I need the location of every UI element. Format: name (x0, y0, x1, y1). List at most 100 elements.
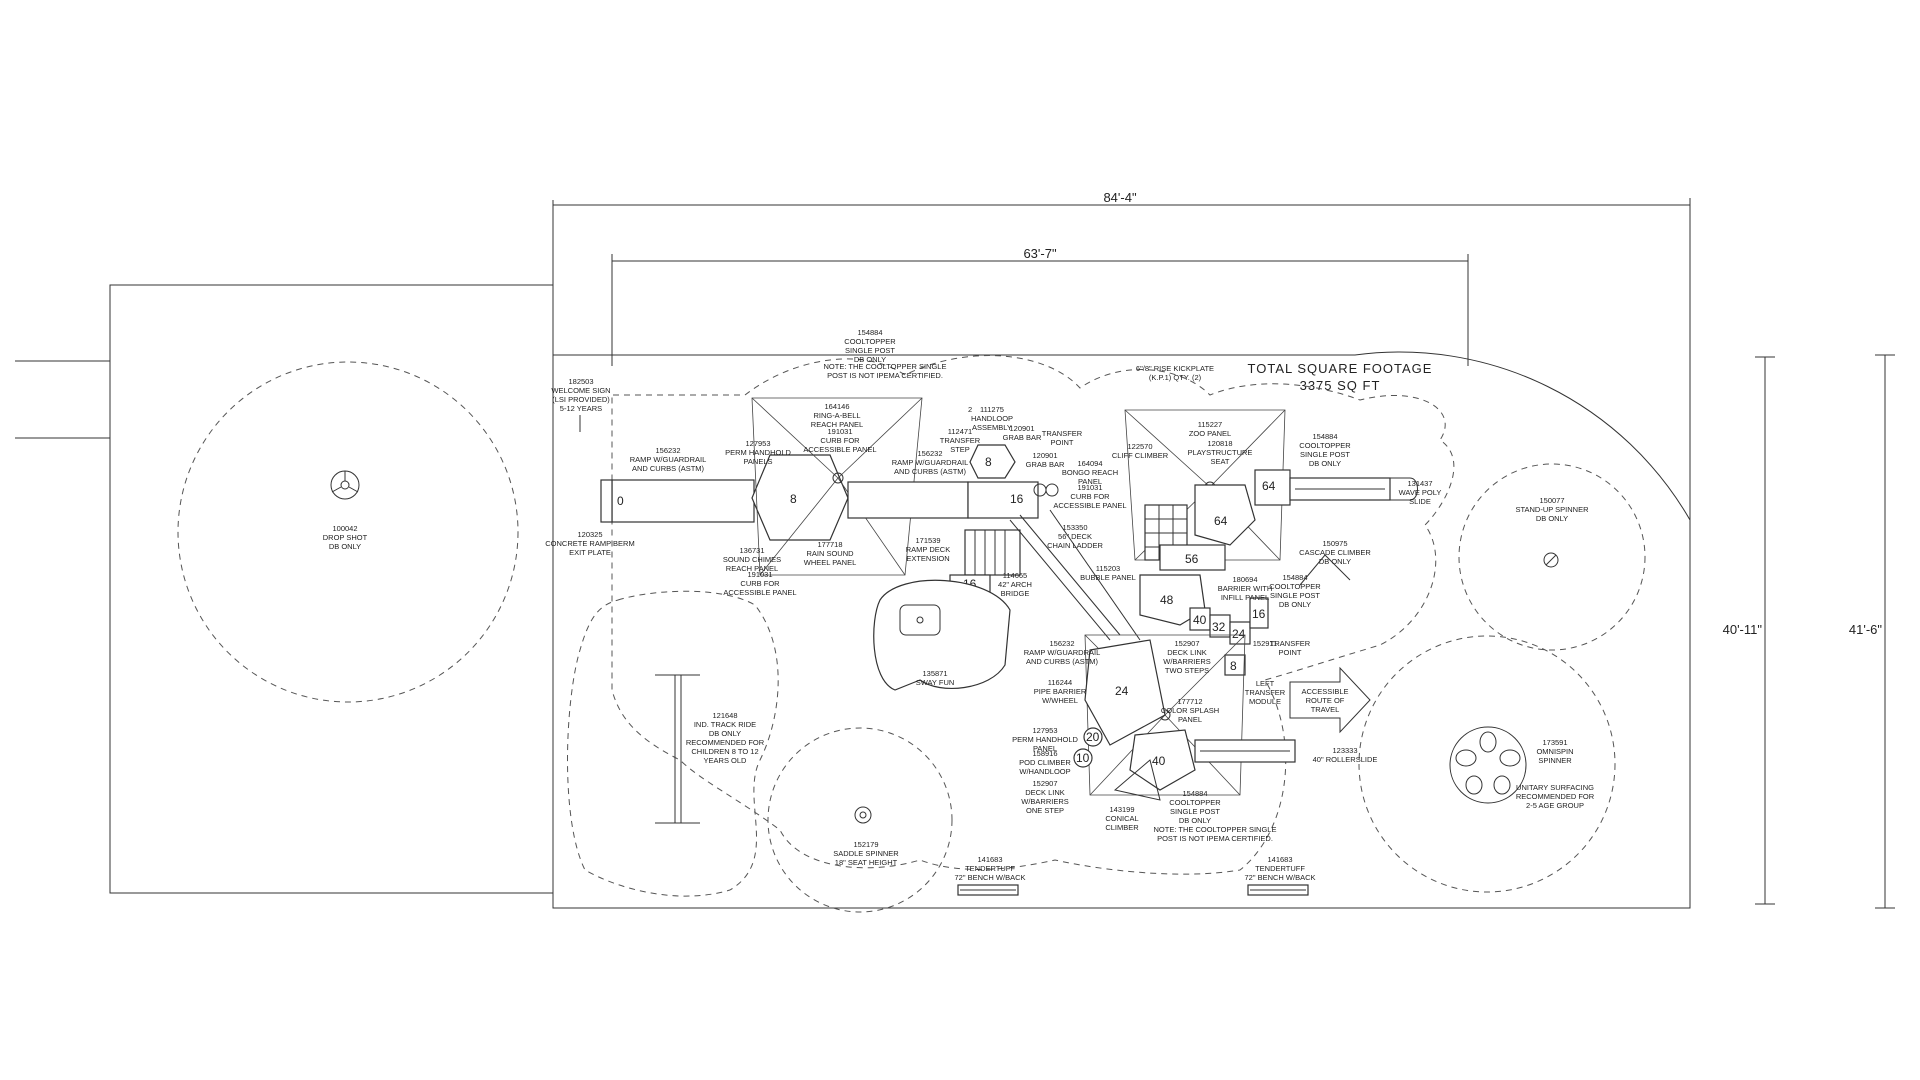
svg-text:TRANSFER: TRANSFER (940, 436, 981, 445)
svg-text:191031: 191031 (1077, 483, 1102, 492)
svg-text:CONICAL: CONICAL (1105, 814, 1138, 823)
rollerslide (1194, 739, 1296, 763)
site-boundary (552, 200, 1691, 909)
label-deck-link-two: 152907 DECK LINK W/BARRIERS TWO STEPS (1163, 639, 1211, 675)
svg-text:141683: 141683 (1267, 855, 1292, 864)
svg-text:W/BARRIERS: W/BARRIERS (1021, 797, 1069, 806)
svg-text:WAVE POLY: WAVE POLY (1399, 488, 1442, 497)
svg-text:112471: 112471 (948, 427, 972, 436)
svg-text:SEAT: SEAT (1210, 457, 1229, 466)
dimension-height-outer: 41'-6" (1849, 354, 1895, 909)
deck-height-10: 10 (1076, 751, 1090, 765)
omnispin-use-zone (1358, 635, 1616, 893)
label-ramp-a: 156232 RAMP W/GUARDRAIL AND CURBS (ASTM) (630, 446, 707, 473)
wave-slide (1289, 477, 1418, 501)
svg-text:HANDLOOP: HANDLOOP (971, 414, 1013, 423)
svg-text:RECOMMENDED FOR: RECOMMENDED FOR (686, 738, 765, 747)
drop-shot-label-2: DROP SHOT (323, 533, 368, 542)
svg-text:STAND-UP SPINNER: STAND-UP SPINNER (1515, 505, 1589, 514)
svg-text:POD CLIMBER: POD CLIMBER (1019, 758, 1071, 767)
svg-text:RAMP W/GUARDRAIL: RAMP W/GUARDRAIL (630, 455, 707, 464)
deck-height-40a: 40 (1193, 613, 1207, 627)
bench-icon-b (1247, 884, 1309, 896)
svg-text:122570: 122570 (1127, 442, 1152, 451)
svg-text:COLOR SPLASH: COLOR SPLASH (1161, 706, 1219, 715)
svg-text:REACH PANEL: REACH PANEL (726, 564, 778, 573)
deck-height-8c: 8 (1230, 659, 1237, 673)
label-cooltopper-top: 154884 COOLTOPPER SINGLE POST DB ONLY NO… (824, 328, 947, 380)
svg-text:PERM HANDHOLD: PERM HANDHOLD (725, 448, 791, 457)
svg-text:111275: 111275 (980, 405, 1004, 414)
svg-text:DB ONLY: DB ONLY (1319, 557, 1351, 566)
svg-text:INFILL PANEL: INFILL PANEL (1221, 593, 1269, 602)
dimension-inner-width: 63'-7" (611, 246, 1469, 366)
svg-text:152911: 152911 (1253, 639, 1277, 648)
svg-text:COOLTOPPER: COOLTOPPER (1299, 441, 1351, 450)
svg-text:GRAB BAR: GRAB BAR (1026, 460, 1065, 469)
svg-text:158916: 158916 (1032, 749, 1057, 758)
deck-40 (1129, 729, 1196, 791)
svg-text:40" ROLLERSLIDE: 40" ROLLERSLIDE (1313, 755, 1378, 764)
cascade-climber (1299, 554, 1351, 586)
svg-text:152907: 152907 (1032, 779, 1057, 788)
svg-text:150975: 150975 (1322, 539, 1347, 548)
label-accessible-route: ACCESSIBLE ROUTE OF TRAVEL (1301, 687, 1348, 714)
svg-text:POINT: POINT (1051, 438, 1074, 447)
label-transfer-point-b: TRANSFER POINT (1270, 639, 1311, 657)
svg-text:2: 2 (968, 405, 972, 414)
svg-text:BARRIER WITH: BARRIER WITH (1218, 584, 1273, 593)
svg-text:LEFT: LEFT (1256, 679, 1275, 688)
entry-ramp (611, 479, 755, 523)
svg-text:18" SEAT HEIGHT: 18" SEAT HEIGHT (835, 858, 898, 867)
svg-text:ASSEMBLY: ASSEMBLY (972, 423, 1012, 432)
deck-height-40b: 40 (1152, 754, 1166, 768)
svg-text:164146: 164146 (824, 402, 849, 411)
label-concrete-ramp: 120325 CONCRETE RAMP BERM EXIT PLATE (545, 530, 634, 557)
label-bubble: 115203 BUBBLE PANEL (1080, 564, 1136, 582)
label-handloop: 2 111275 HANDLOOP ASSEMBLY (968, 405, 1013, 432)
welcome-sign-label-2: WELCOME SIGN (551, 386, 610, 395)
dimension-overall-width: 84'-4" (553, 190, 1691, 520)
deck-8-left (751, 454, 849, 541)
svg-text:STEP: STEP (950, 445, 970, 454)
svg-text:SINGLE POST: SINGLE POST (1170, 807, 1220, 816)
svg-text:REACH PANEL: REACH PANEL (811, 420, 863, 429)
svg-text:CLIFF CLIMBER: CLIFF CLIMBER (1112, 451, 1169, 460)
label-chain-ladder: 153350 56" DECK CHAIN LADDER (1047, 523, 1103, 550)
svg-text:ROUTE OF: ROUTE OF (1306, 696, 1345, 705)
svg-text:UNITARY SURFACING: UNITARY SURFACING (1516, 783, 1594, 792)
svg-text:191031: 191031 (827, 427, 852, 436)
svg-text:CLIMBER: CLIMBER (1105, 823, 1139, 832)
building-outline (109, 284, 554, 894)
label-playstructure-seat: 120818 PLAYSTRUCTURE SEAT (1188, 439, 1253, 466)
svg-text:135871: 135871 (922, 669, 947, 678)
label-ramp-b: 156232 RAMP W/GUARDRAIL AND CURBS (ASTM) (892, 449, 969, 476)
svg-text:156232: 156232 (655, 446, 680, 455)
svg-text:CURB FOR: CURB FOR (1070, 492, 1110, 501)
svg-text:RAMP W/GUARDRAIL: RAMP W/GUARDRAIL (1024, 648, 1101, 657)
svg-text:SLIDE: SLIDE (1409, 497, 1431, 506)
deck-height-16c: 16 (1252, 607, 1266, 621)
saddle-spinner-icon (854, 806, 872, 824)
svg-text:SINGLE POST: SINGLE POST (845, 346, 895, 355)
conical-climber (1113, 759, 1161, 801)
label-cooltopper-bottom: 154884 COOLTOPPER SINGLE POST DB ONLY NO… (1154, 789, 1277, 843)
label-perm-handhold-a: 127953 PERM HANDHOLD PANELS (725, 439, 791, 466)
svg-text:RAMP DECK: RAMP DECK (906, 545, 950, 554)
svg-text:120901: 120901 (1032, 451, 1057, 460)
svg-text:171539: 171539 (915, 536, 940, 545)
svg-text:154884: 154884 (857, 328, 882, 337)
welcome-sign-label-1: 182503 (568, 377, 593, 386)
svg-text:COOLTOPPER: COOLTOPPER (1169, 798, 1221, 807)
svg-text:PERM HANDHOLD: PERM HANDHOLD (1012, 735, 1078, 744)
welcome-sign-label-3: (LSI PROVIDED) (552, 395, 610, 404)
svg-text:ACCESSIBLE PANEL: ACCESSIBLE PANEL (723, 588, 796, 597)
svg-text:(K.P.1) QTY. (2): (K.P.1) QTY. (2) (1149, 373, 1202, 382)
ramp-mid (847, 481, 969, 519)
svg-text:PANELS: PANELS (743, 457, 772, 466)
svg-text:SOUND CHIMES: SOUND CHIMES (723, 555, 781, 564)
label-grab-bar-b: 120901 GRAB BAR (1026, 451, 1065, 469)
svg-text:153350: 153350 (1062, 523, 1087, 532)
ramp-deck-16 (967, 481, 1039, 519)
svg-text:127953: 127953 (745, 439, 770, 448)
